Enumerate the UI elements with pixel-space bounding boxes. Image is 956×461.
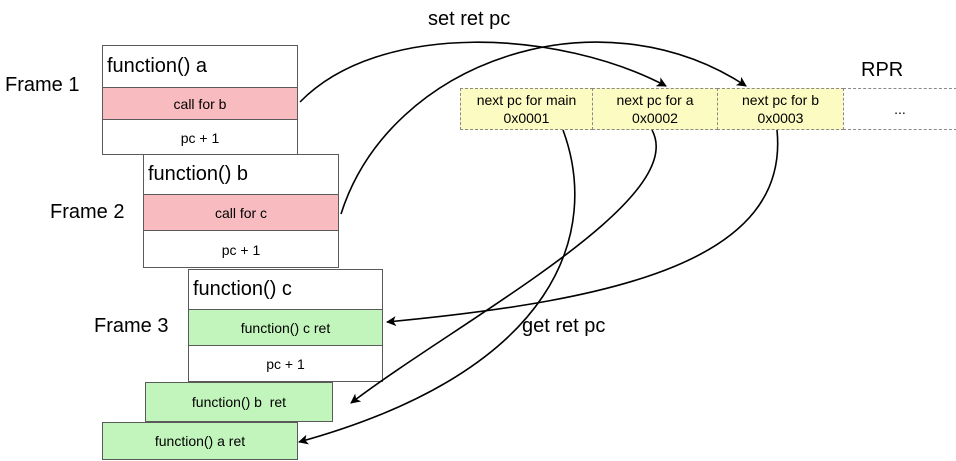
rpr-cell-more-text: ... (894, 101, 906, 117)
rpr-cell-b-addr: 0x0003 (757, 110, 804, 126)
rpr-cell-b-text: next pc for b (741, 92, 820, 108)
frame-1-call-row: call for b (103, 88, 297, 120)
set-arrow-b (340, 41, 747, 215)
rpr-cell-a-addr: 0x0002 (632, 110, 678, 126)
get-arrow-b (350, 129, 657, 404)
set-arrow-a (299, 41, 667, 103)
frame-2-pc-row: pc + 1 (221, 241, 261, 258)
frame-1-label: Frame 1 (5, 74, 80, 96)
get-ret-pc-label: get ret pc (522, 315, 606, 337)
frame-3-ret-row: function() c ret (189, 310, 382, 346)
rpr-register: next pc for main 0x0001 next pc for a 0x… (460, 88, 956, 130)
function-a-ret-box: function() a ret (102, 422, 298, 460)
get-arrow-c (386, 129, 779, 327)
rpr-cell-a-text: next pc for a (616, 92, 694, 108)
rpr-cell-more: ... (843, 88, 956, 130)
frame-1-title: function() a (103, 46, 297, 88)
rpr-cell-main-text: next pc for main (476, 92, 577, 108)
frame-2-title: function() b (144, 155, 338, 195)
frame-2-label: Frame 2 (50, 201, 125, 223)
frame-2-call-row: call for c (144, 195, 338, 231)
frame-3-box: function() c function() c ret pc + 1 (188, 269, 383, 382)
frame-3-pc-row: pc + 1 (266, 356, 305, 372)
frame-3-label: Frame 3 (94, 315, 169, 337)
frame-1-box: function() a call for b pc + 1 (102, 45, 298, 155)
rpr-cell-main: next pc for main 0x0001 (460, 88, 593, 130)
set-ret-pc-label: set ret pc (428, 8, 511, 30)
rpr-cell-a: next pc for a 0x0002 (592, 88, 718, 130)
function-b-ret-box: function() b ret (145, 382, 333, 422)
rpr-cell-main-addr: 0x0001 (503, 110, 550, 126)
frame-1-pc-row: pc + 1 (180, 129, 220, 146)
frame-2-box: function() b call for c pc + 1 (143, 154, 339, 268)
rpr-cell-b: next pc for b 0x0003 (717, 88, 844, 130)
rpr-label: RPR (861, 59, 904, 81)
frame-3-title: function() c (189, 270, 382, 310)
get-arrow-a (298, 129, 576, 445)
